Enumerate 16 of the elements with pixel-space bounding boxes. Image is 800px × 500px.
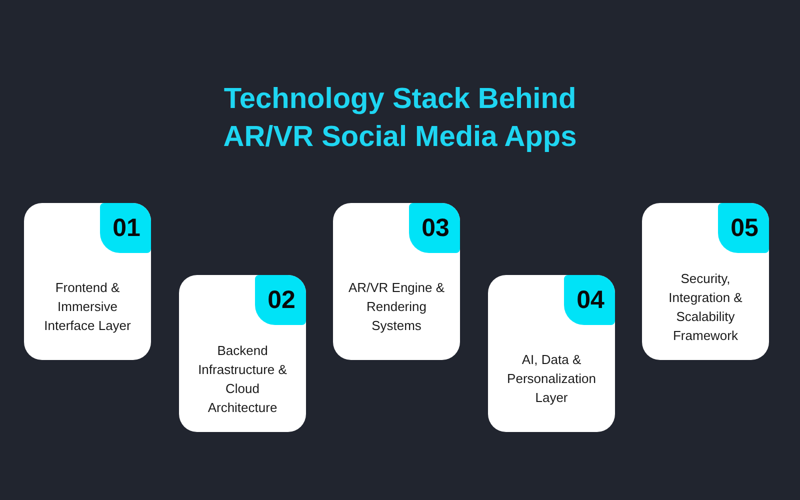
step-label: AR/VR Engine & Rendering Systems	[347, 279, 446, 335]
step-card	[24, 203, 151, 360]
step-number: 01	[100, 203, 151, 253]
step-number: 04	[564, 275, 615, 325]
step-card	[642, 203, 769, 360]
title: Technology Stack Behind AR/VR Social Media Apps	[222, 82, 578, 155]
step-number: 05	[718, 203, 769, 253]
step-card	[333, 203, 460, 360]
step-label: AI, Data & Personalization Layer	[506, 351, 597, 407]
step-number: 03	[409, 203, 460, 253]
step-number: 02	[255, 275, 306, 325]
step-label: Security, Integration & Scalability Framework	[668, 270, 744, 344]
step-label: Frontend & Immersive Interface Layer	[43, 279, 132, 335]
step-card	[179, 275, 306, 432]
step-label: Backend Infrastructure & Cloud Architecture	[197, 342, 288, 416]
step-card	[488, 275, 615, 432]
